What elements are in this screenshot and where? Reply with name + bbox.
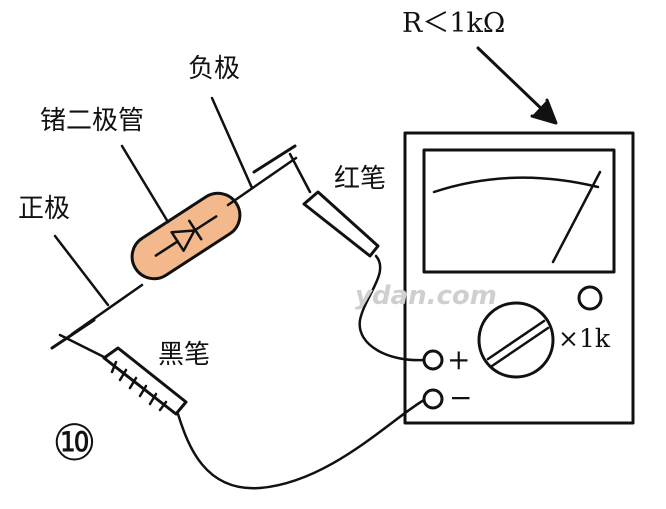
red-probe: [252, 144, 380, 258]
meter-scale-arc: [432, 176, 600, 194]
positive-pole-label: 正极: [18, 194, 71, 224]
diode-pointer: [120, 144, 170, 224]
range-pointer-arrow: [476, 46, 558, 125]
negative-pole-label: 负极: [188, 54, 241, 84]
range-selector-dial: [477, 301, 555, 379]
watermark-text: ydan.com: [355, 281, 497, 311]
positive-terminal: [422, 349, 444, 371]
black-probe: [50, 318, 188, 416]
negative-pole-pointer: [210, 96, 254, 190]
meter-needle: [551, 170, 602, 264]
figure-number: ⑩: [52, 414, 97, 472]
negative-terminal: [422, 388, 444, 410]
germanium-diode-label: 锗二极管: [40, 106, 145, 136]
red-probe-wire: [358, 254, 426, 362]
resistance-range-label: R＜1kΩ: [402, 8, 506, 39]
multimeter-body: [403, 131, 635, 425]
plus-terminal-label: +: [447, 343, 471, 376]
diode-negative-lead: [226, 156, 298, 207]
range-setting-label: ×1k: [558, 324, 611, 353]
black-probe-wire: [176, 398, 426, 490]
minus-terminal-label: −: [449, 381, 473, 414]
red-probe-label: 红笔: [334, 164, 387, 194]
positive-pole-pointer: [53, 234, 110, 307]
black-probe-label: 黑笔: [158, 340, 211, 370]
zero-adjust-knob: [577, 285, 603, 311]
germanium-diode: [130, 191, 242, 281]
meter-display: [422, 148, 616, 274]
